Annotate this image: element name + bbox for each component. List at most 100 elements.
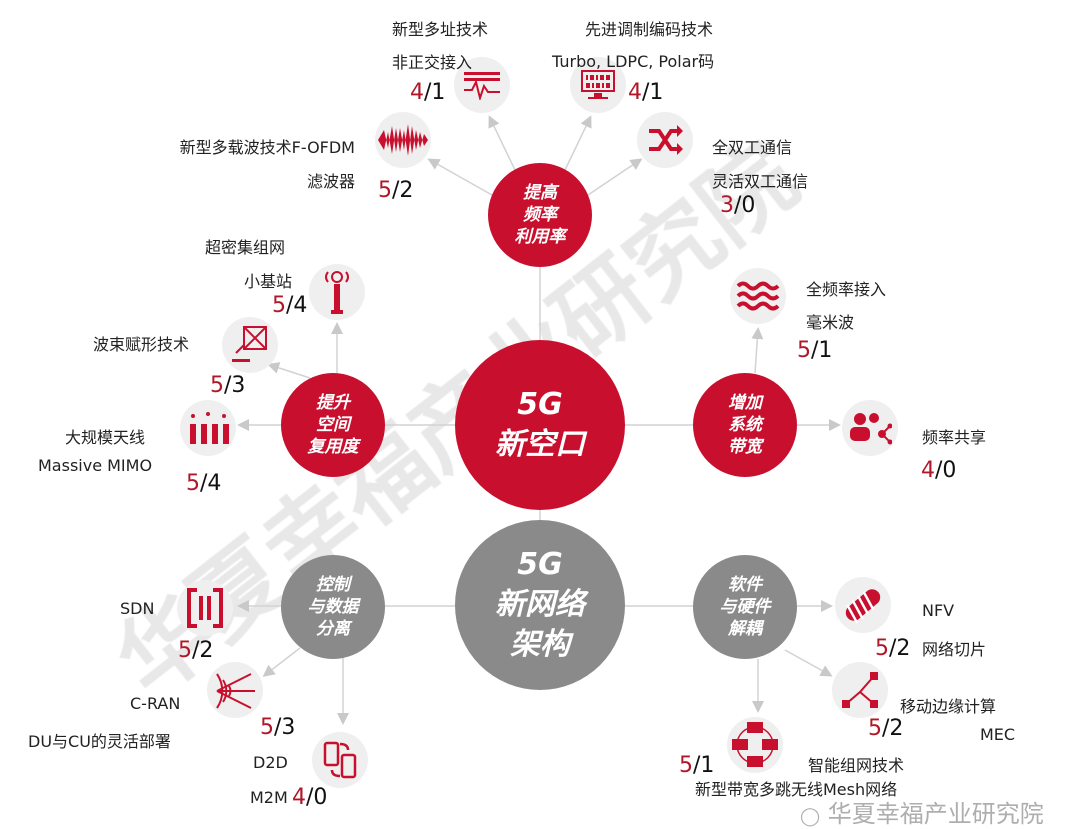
hub-label: 空间 <box>316 415 350 435</box>
cran-score: 5/3 <box>260 715 295 740</box>
score-secondary: /1 <box>642 80 664 105</box>
small-cell-score: 5/4 <box>272 293 307 318</box>
d2d-subtitle: M2M <box>250 788 288 807</box>
hub-increase-bandwidth: 增加系统带宽 <box>693 373 797 477</box>
mmwave-score: 5/1 <box>797 338 832 363</box>
score-primary: 5 <box>178 638 192 663</box>
hub-label: 软件 <box>728 575 762 595</box>
noma-subtitle: 非正交接入 <box>392 53 473 72</box>
radar-arrows-icon <box>207 662 263 718</box>
hub-label: 5G <box>517 387 563 422</box>
score-secondary: /3 <box>224 373 246 398</box>
hub-label: 增加 <box>728 393 762 413</box>
score-primary: 4 <box>410 80 424 105</box>
small-cell-title: 超密集组网 <box>205 238 286 257</box>
noma-title: 新型多址技术 <box>392 20 489 39</box>
score-primary: 5 <box>186 471 200 496</box>
score-primary: 5 <box>797 338 811 363</box>
score-secondary: /1 <box>424 80 446 105</box>
score-secondary: /2 <box>882 716 904 741</box>
score-secondary: /0 <box>306 785 328 810</box>
cran-subtitle: DU与CU的灵活部署 <box>28 732 171 751</box>
score-primary: 5 <box>260 715 274 740</box>
score-secondary: /1 <box>693 753 715 778</box>
waveform-bars-icon <box>454 57 510 113</box>
mmwave-subtitle: 毫米波 <box>806 313 855 332</box>
score-primary: 5 <box>679 753 693 778</box>
duplex-subtitle: 灵活双工通信 <box>712 172 809 191</box>
hub-label: 架构 <box>510 627 570 662</box>
hub-label: 解耦 <box>728 619 762 639</box>
hub-control-data-separation: 控制与数据分离 <box>281 555 385 659</box>
mimo-title: 大规模天线 <box>65 428 146 447</box>
mesh-score: 5/1 <box>679 753 714 778</box>
score-primary: 4 <box>292 785 306 810</box>
footer-watermark: ◯ 华夏幸福产业研究院 <box>800 800 1044 829</box>
hub-label: 提升 <box>316 393 350 413</box>
mesh-title: 智能组网技术 <box>808 756 905 775</box>
antenna-array-icon <box>180 400 236 456</box>
d2d-score: 4/0 <box>292 785 327 810</box>
sdn-title: SDN <box>120 599 155 618</box>
hub-label: 新网络 <box>495 587 585 622</box>
cran-title: C-RAN <box>130 694 181 713</box>
score-secondary: /2 <box>392 178 414 203</box>
score-primary: 4 <box>921 458 935 483</box>
nfv-score: 5/2 <box>875 636 910 661</box>
score-secondary: /1 <box>811 338 833 363</box>
score-primary: 3 <box>720 193 734 218</box>
hub-label: 新空口 <box>495 427 585 462</box>
hub-label: 5G <box>517 547 563 582</box>
phones-icon <box>312 732 368 788</box>
footer-watermark-text: 华夏幸福产业研究院 <box>827 800 1044 828</box>
mimo-score: 5/4 <box>186 471 221 496</box>
sliced-bar-icon <box>835 577 891 633</box>
d2d-title: D2D <box>253 753 288 772</box>
score-primary: 5 <box>272 293 286 318</box>
node-branch-icon <box>832 662 888 718</box>
sound-wave-icon <box>375 112 431 168</box>
score-secondary: /3 <box>274 715 296 740</box>
network-computers-icon <box>727 717 783 773</box>
split-bracket-icon <box>177 580 233 636</box>
score-secondary: /0 <box>935 458 957 483</box>
hub-label: 系统 <box>728 415 762 435</box>
hub-software-hardware-decoupling: 软件与硬件解耦 <box>693 555 797 659</box>
sdn-score: 5/2 <box>178 638 213 663</box>
antenna-tower-icon <box>309 264 365 320</box>
small-cell-subtitle: 小基站 <box>244 272 293 291</box>
wechat-icon: ◯ <box>800 806 821 827</box>
hub-improve-spectrum-efficiency: 提高频率利用率 <box>488 163 592 267</box>
waves-icon <box>730 268 786 324</box>
hub-5g-new-network-architecture: 5G 新网络架构 <box>455 520 625 690</box>
hub-label: 复用度 <box>307 437 359 457</box>
mmwave-title: 全频率接入 <box>806 280 887 299</box>
mimo-subtitle: Massive MIMO <box>38 456 153 475</box>
mesh-subtitle: 新型带宽多跳无线Mesh网络 <box>695 780 898 799</box>
users-share-icon <box>842 400 898 456</box>
hub-label: 与数据 <box>307 597 359 617</box>
score-primary: 5 <box>210 373 224 398</box>
score-secondary: /2 <box>192 638 214 663</box>
hub-label: 控制 <box>316 575 350 595</box>
mec-score: 5/2 <box>868 716 903 741</box>
score-primary: 5 <box>378 178 392 203</box>
hub-label: 分离 <box>316 619 350 639</box>
hub-label: 带宽 <box>728 437 762 457</box>
coding-score: 4/1 <box>628 80 663 105</box>
binary-monitor-icon <box>570 57 626 113</box>
spectrum-sharing-title: 频率共享 <box>922 428 987 447</box>
score-secondary: /4 <box>286 293 308 318</box>
hub-label: 提高 <box>523 183 557 203</box>
beamforming-score: 5/3 <box>210 373 245 398</box>
satellite-dish-icon <box>222 317 278 373</box>
coding-subtitle: Turbo, LDPC, Polar码 <box>552 52 715 71</box>
hub-label: 与硬件 <box>719 597 771 617</box>
score-secondary: /0 <box>734 193 756 218</box>
mec-subtitle: MEC <box>980 725 1016 744</box>
score-primary: 5 <box>875 636 889 661</box>
fofdm-subtitle: 滤波器 <box>306 172 355 191</box>
nfv-subtitle: 网络切片 <box>922 640 987 659</box>
